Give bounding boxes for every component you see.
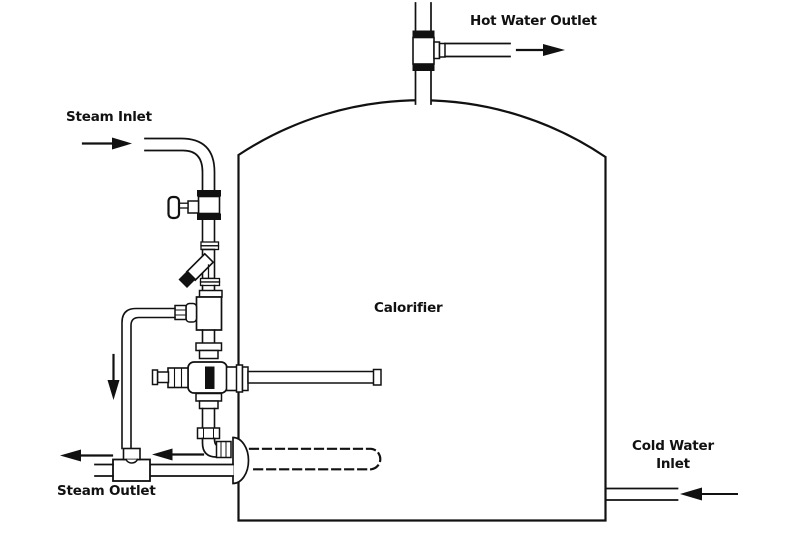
cold-water-inlet-pipe: [605, 487, 679, 501]
temperature-control-valve: [151, 329, 239, 410]
calorifier-label: Calorifier: [374, 300, 443, 316]
condensate-drop-pipe: [196, 407, 232, 459]
handwheel-icon: [167, 195, 181, 220]
cold-water-inlet-label: Cold Water Inlet: [616, 437, 730, 473]
steam-inlet-flow-arrow: [81, 137, 132, 150]
small-bore-trap-pipe: [121, 307, 176, 450]
hot-water-flow-arrow: [515, 44, 565, 56]
cold-water-inlet-label-line2: Inlet: [656, 456, 690, 472]
hot-water-outlet-label: Hot Water Outlet: [470, 13, 597, 29]
steam-drop-pipe: [201, 219, 216, 243]
valve-nameplate: [205, 366, 215, 389]
condensate-flow-arrow: [152, 448, 205, 461]
temperature-sensor-probe: [235, 364, 382, 393]
cold-water-inlet-label-line1: Cold Water: [632, 438, 714, 454]
condensate-return-pipe: [149, 463, 234, 477]
down-flow-arrow: [107, 353, 120, 400]
isolation-valve: [167, 190, 221, 220]
y-strainer: [178, 241, 221, 288]
steam-outlet-label: Steam Outlet: [57, 483, 156, 499]
adjuster-cap: [151, 369, 159, 386]
steam-trap: [94, 447, 151, 482]
steam-outlet-flow-arrow: [60, 449, 114, 462]
heating-coil: [248, 447, 382, 471]
hot-water-outlet-tee: [412, 30, 511, 71]
coil-flange: [232, 436, 250, 485]
steam-outlet-pipe: [94, 463, 114, 477]
steam-drop-pipe-2: [201, 284, 216, 292]
steam-inlet-label: Steam Inlet: [66, 109, 152, 125]
steam-inlet-pipe: [144, 137, 216, 191]
cold-water-flow-arrow: [680, 487, 738, 501]
strainer-cap-icon: [178, 270, 196, 288]
branch-tee: [174, 289, 223, 331]
